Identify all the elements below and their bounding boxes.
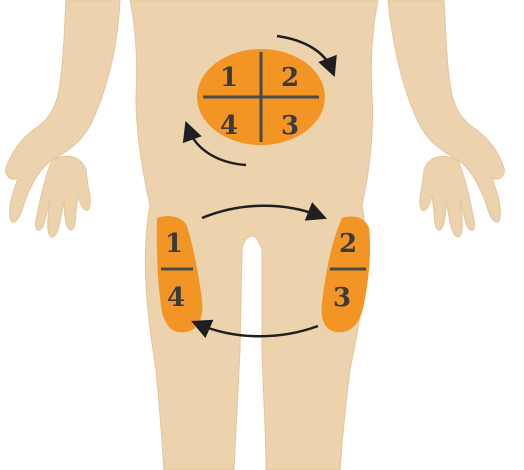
right-thigh-label-2: 2 [339,229,357,259]
abdomen-label-3: 3 [281,111,299,141]
left-thigh-label-4: 4 [167,283,185,313]
abdomen-label-1: 1 [220,63,238,93]
abdomen-label-4: 4 [220,111,238,141]
right-hand [420,156,475,237]
abdomen-zone: 1 2 4 3 [197,49,325,145]
abdomen-label-2: 2 [281,63,299,93]
left-hand [36,156,91,237]
right-thigh-label-3: 3 [333,283,351,313]
left-thigh-label-1: 1 [165,229,183,259]
